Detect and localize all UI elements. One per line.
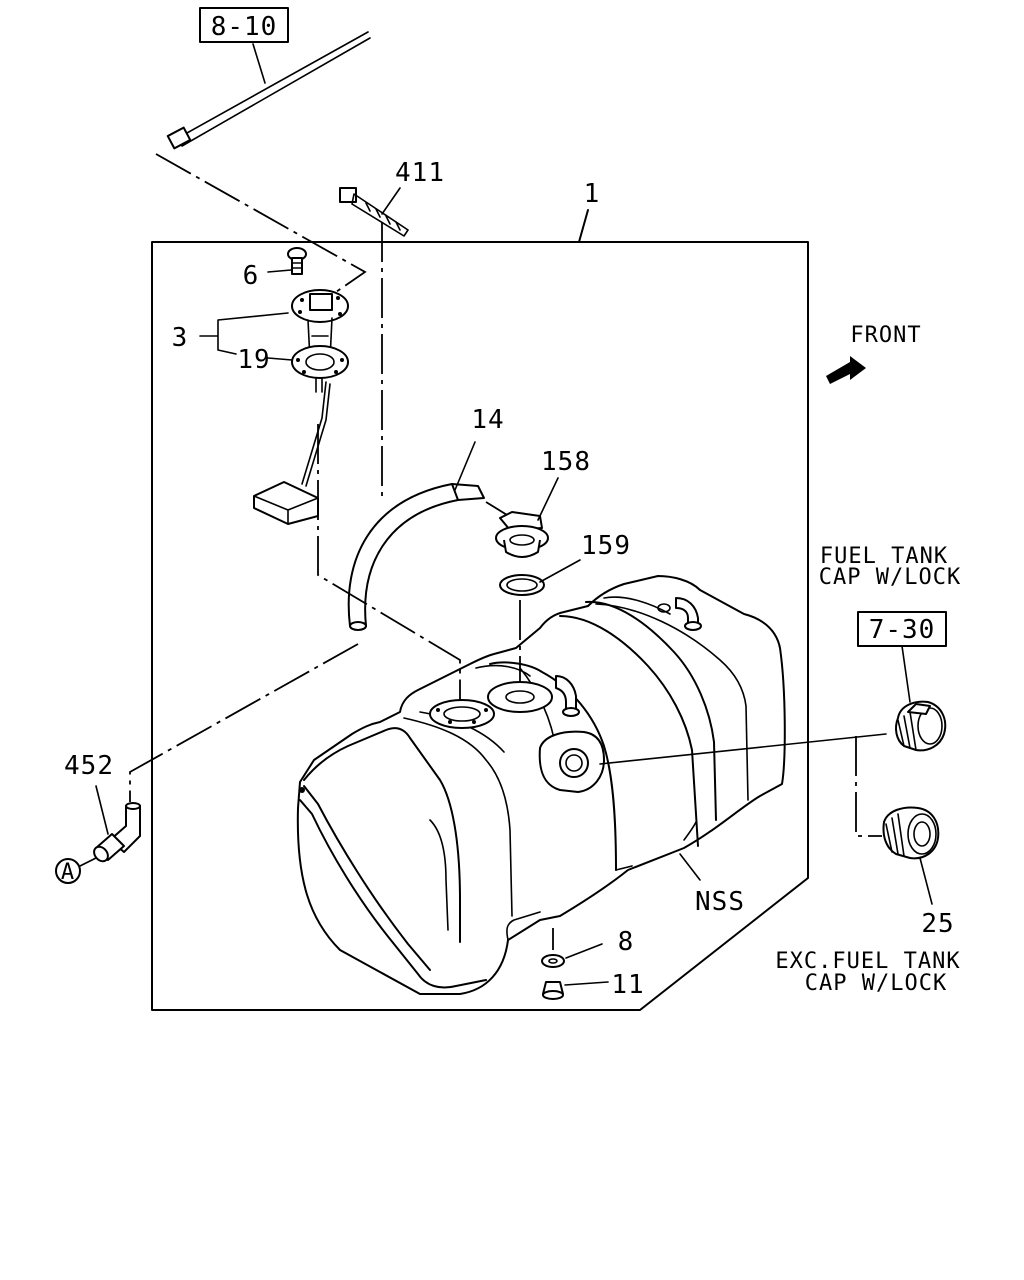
cap-alt-link (855, 736, 882, 837)
cap-lock-note-line2: CAP W/LOCK (819, 565, 961, 590)
pump-guide (317, 424, 461, 708)
screw-6 (267, 247, 307, 275)
part-1-label: 1 (584, 179, 601, 209)
bracket-3 (199, 312, 289, 355)
circle-a-label: A (61, 860, 75, 885)
part-8-label: 8 (618, 927, 635, 957)
nut-11 (542, 981, 609, 1000)
cable-tie-411 (339, 187, 409, 237)
leader-p19 (267, 357, 293, 361)
part-3-label: 3 (172, 323, 189, 353)
leader-a (79, 857, 97, 867)
washer-8 (541, 943, 603, 968)
elbow-connector-452 (93, 785, 141, 863)
exc-cap-note-line2: CAP W/LOCK (805, 971, 947, 996)
vent-hose-14 (347, 441, 485, 631)
fuel-tank (296, 575, 786, 995)
standard-cap-25 (882, 806, 940, 905)
part-11-label: 11 (611, 970, 644, 1000)
cap-link (599, 733, 887, 765)
nss-label: NSS (695, 887, 745, 917)
hose-to-452 (129, 643, 359, 802)
wire-harness (166, 31, 371, 150)
part-159-label: 159 (581, 531, 631, 561)
ref-8-10-label: 8-10 (211, 12, 278, 42)
ref-box-8-10 (199, 7, 289, 43)
ref-7-30-label: 7-30 (869, 615, 936, 645)
exc-cap-note-line1: EXC.FUEL TANK (775, 949, 960, 974)
part-411-label: 411 (395, 158, 445, 188)
part-19-label: 19 (237, 345, 270, 375)
leader-p1 (578, 209, 589, 243)
harness-link (155, 153, 367, 293)
fuel-pump-assembly (253, 289, 349, 525)
part-452-label: 452 (64, 751, 114, 781)
cap-lock-note-line1: FUEL TANK (820, 544, 948, 569)
locking-cap (895, 700, 947, 752)
front-label: FRONT (850, 323, 921, 348)
part-25-label: 25 (921, 909, 954, 939)
valve-158 (495, 477, 559, 558)
part-6-label: 6 (243, 261, 260, 291)
gasket-159 (499, 559, 581, 596)
part-14-label: 14 (471, 405, 504, 435)
part-158-label: 158 (541, 447, 591, 477)
circle-a-marker (55, 858, 81, 884)
leader-nss (679, 853, 701, 881)
leader-7-30 (901, 645, 911, 703)
assembly-frame (151, 241, 809, 1011)
front-arrow-icon (826, 356, 866, 384)
